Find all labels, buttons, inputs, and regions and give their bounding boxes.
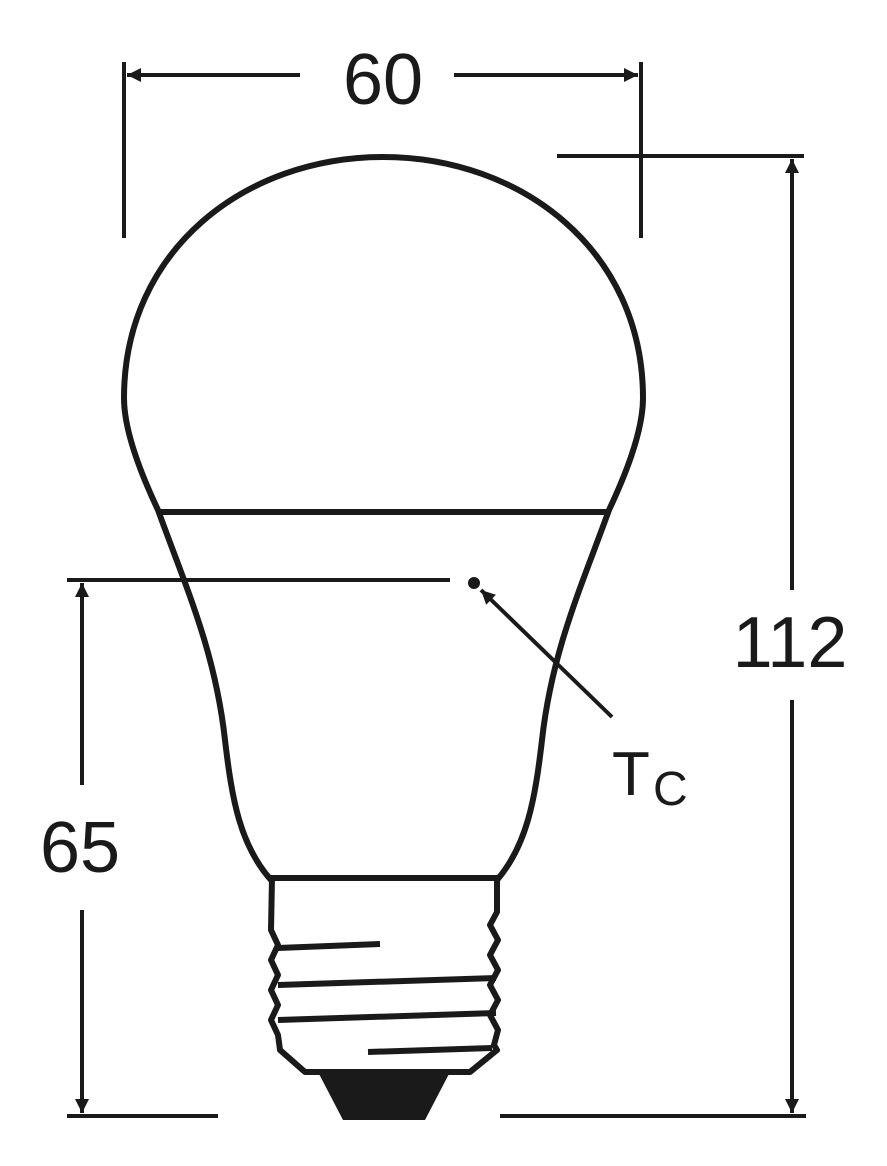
screw-base [268,875,501,1075]
thread-line-2 [277,975,497,988]
thread-line-4 [367,1045,493,1055]
tc-label-subscript: C [653,763,688,816]
thread-line-1 [277,941,381,951]
tc-point [468,577,480,589]
base-outline [268,875,501,1075]
width-label: 60 [343,40,423,120]
width-dimension [122,62,643,238]
tc-marker [468,577,614,719]
height-dimension [500,154,806,1118]
base-contact [318,1072,450,1120]
height-label: 112 [733,603,848,683]
tc-leader-arrow [479,588,614,719]
tc-height-label: 65 [40,808,120,888]
bulb-outline [120,153,647,882]
thread-line-3 [277,1010,497,1023]
tc-label-main: T [612,740,650,809]
tc-height-dimension [67,578,450,1118]
